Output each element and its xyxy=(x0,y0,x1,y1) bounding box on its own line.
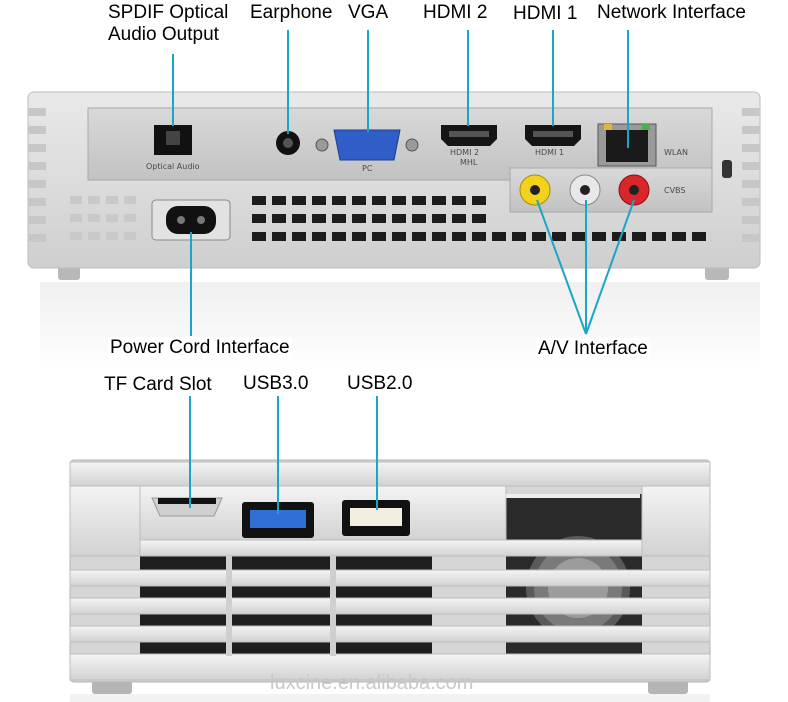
print-optical-audio: Optical Audio xyxy=(146,162,200,171)
callout-line-power xyxy=(190,232,192,336)
hdmi2-port xyxy=(441,125,497,146)
usb2-port xyxy=(342,500,410,536)
tf-card-slot xyxy=(151,497,223,517)
print-mhl: MHL xyxy=(460,158,478,167)
callout-line-tf xyxy=(189,396,191,508)
print-hdmi1: HDMI 1 xyxy=(535,148,565,157)
watermark: luxcine.en.alibaba.com xyxy=(270,672,474,694)
label-hdmi1: HDMI 1 xyxy=(511,3,580,25)
callout-line-spdif xyxy=(172,54,174,126)
label-earphone: Earphone xyxy=(248,2,335,24)
optical-audio-port xyxy=(154,125,192,155)
label-spdif: SPDIF Optical Audio Output xyxy=(106,2,231,46)
callout-line-vga xyxy=(367,30,369,132)
label-usb3: USB3.0 xyxy=(241,373,311,395)
callout-line-hdmi2 xyxy=(467,30,469,126)
print-wlan: WLAN xyxy=(664,148,689,157)
hdmi1-port xyxy=(525,125,581,146)
callout-line-network xyxy=(627,30,629,148)
earphone-jack xyxy=(276,131,300,155)
print-pc: PC xyxy=(362,164,373,173)
label-tf: TF Card Slot xyxy=(102,374,214,396)
callout-line-usb2 xyxy=(376,396,378,510)
label-spdif-line2: Audio Output xyxy=(108,24,219,45)
print-hdmi2: HDMI 2 xyxy=(450,148,480,157)
label-spdif-line1: SPDIF Optical xyxy=(108,2,229,23)
callout-line-usb3 xyxy=(277,396,279,514)
av-jacks xyxy=(519,174,650,206)
power-inlet-port xyxy=(151,199,231,241)
usb3-port xyxy=(242,502,314,538)
side-panel-device xyxy=(69,459,711,694)
label-vga: VGA xyxy=(346,2,391,24)
rear-panel-device xyxy=(27,91,761,372)
callout-line-earphone xyxy=(287,30,289,134)
label-hdmi2: HDMI 2 xyxy=(421,2,490,24)
label-power: Power Cord Interface xyxy=(108,337,292,359)
label-network: Network Interface xyxy=(595,2,748,24)
print-cvbs: CVBS xyxy=(664,186,686,195)
label-usb2: USB2.0 xyxy=(345,373,415,395)
vga-port xyxy=(315,129,419,161)
label-av: A/V Interface xyxy=(536,338,650,360)
callout-line-hdmi1 xyxy=(552,30,554,126)
